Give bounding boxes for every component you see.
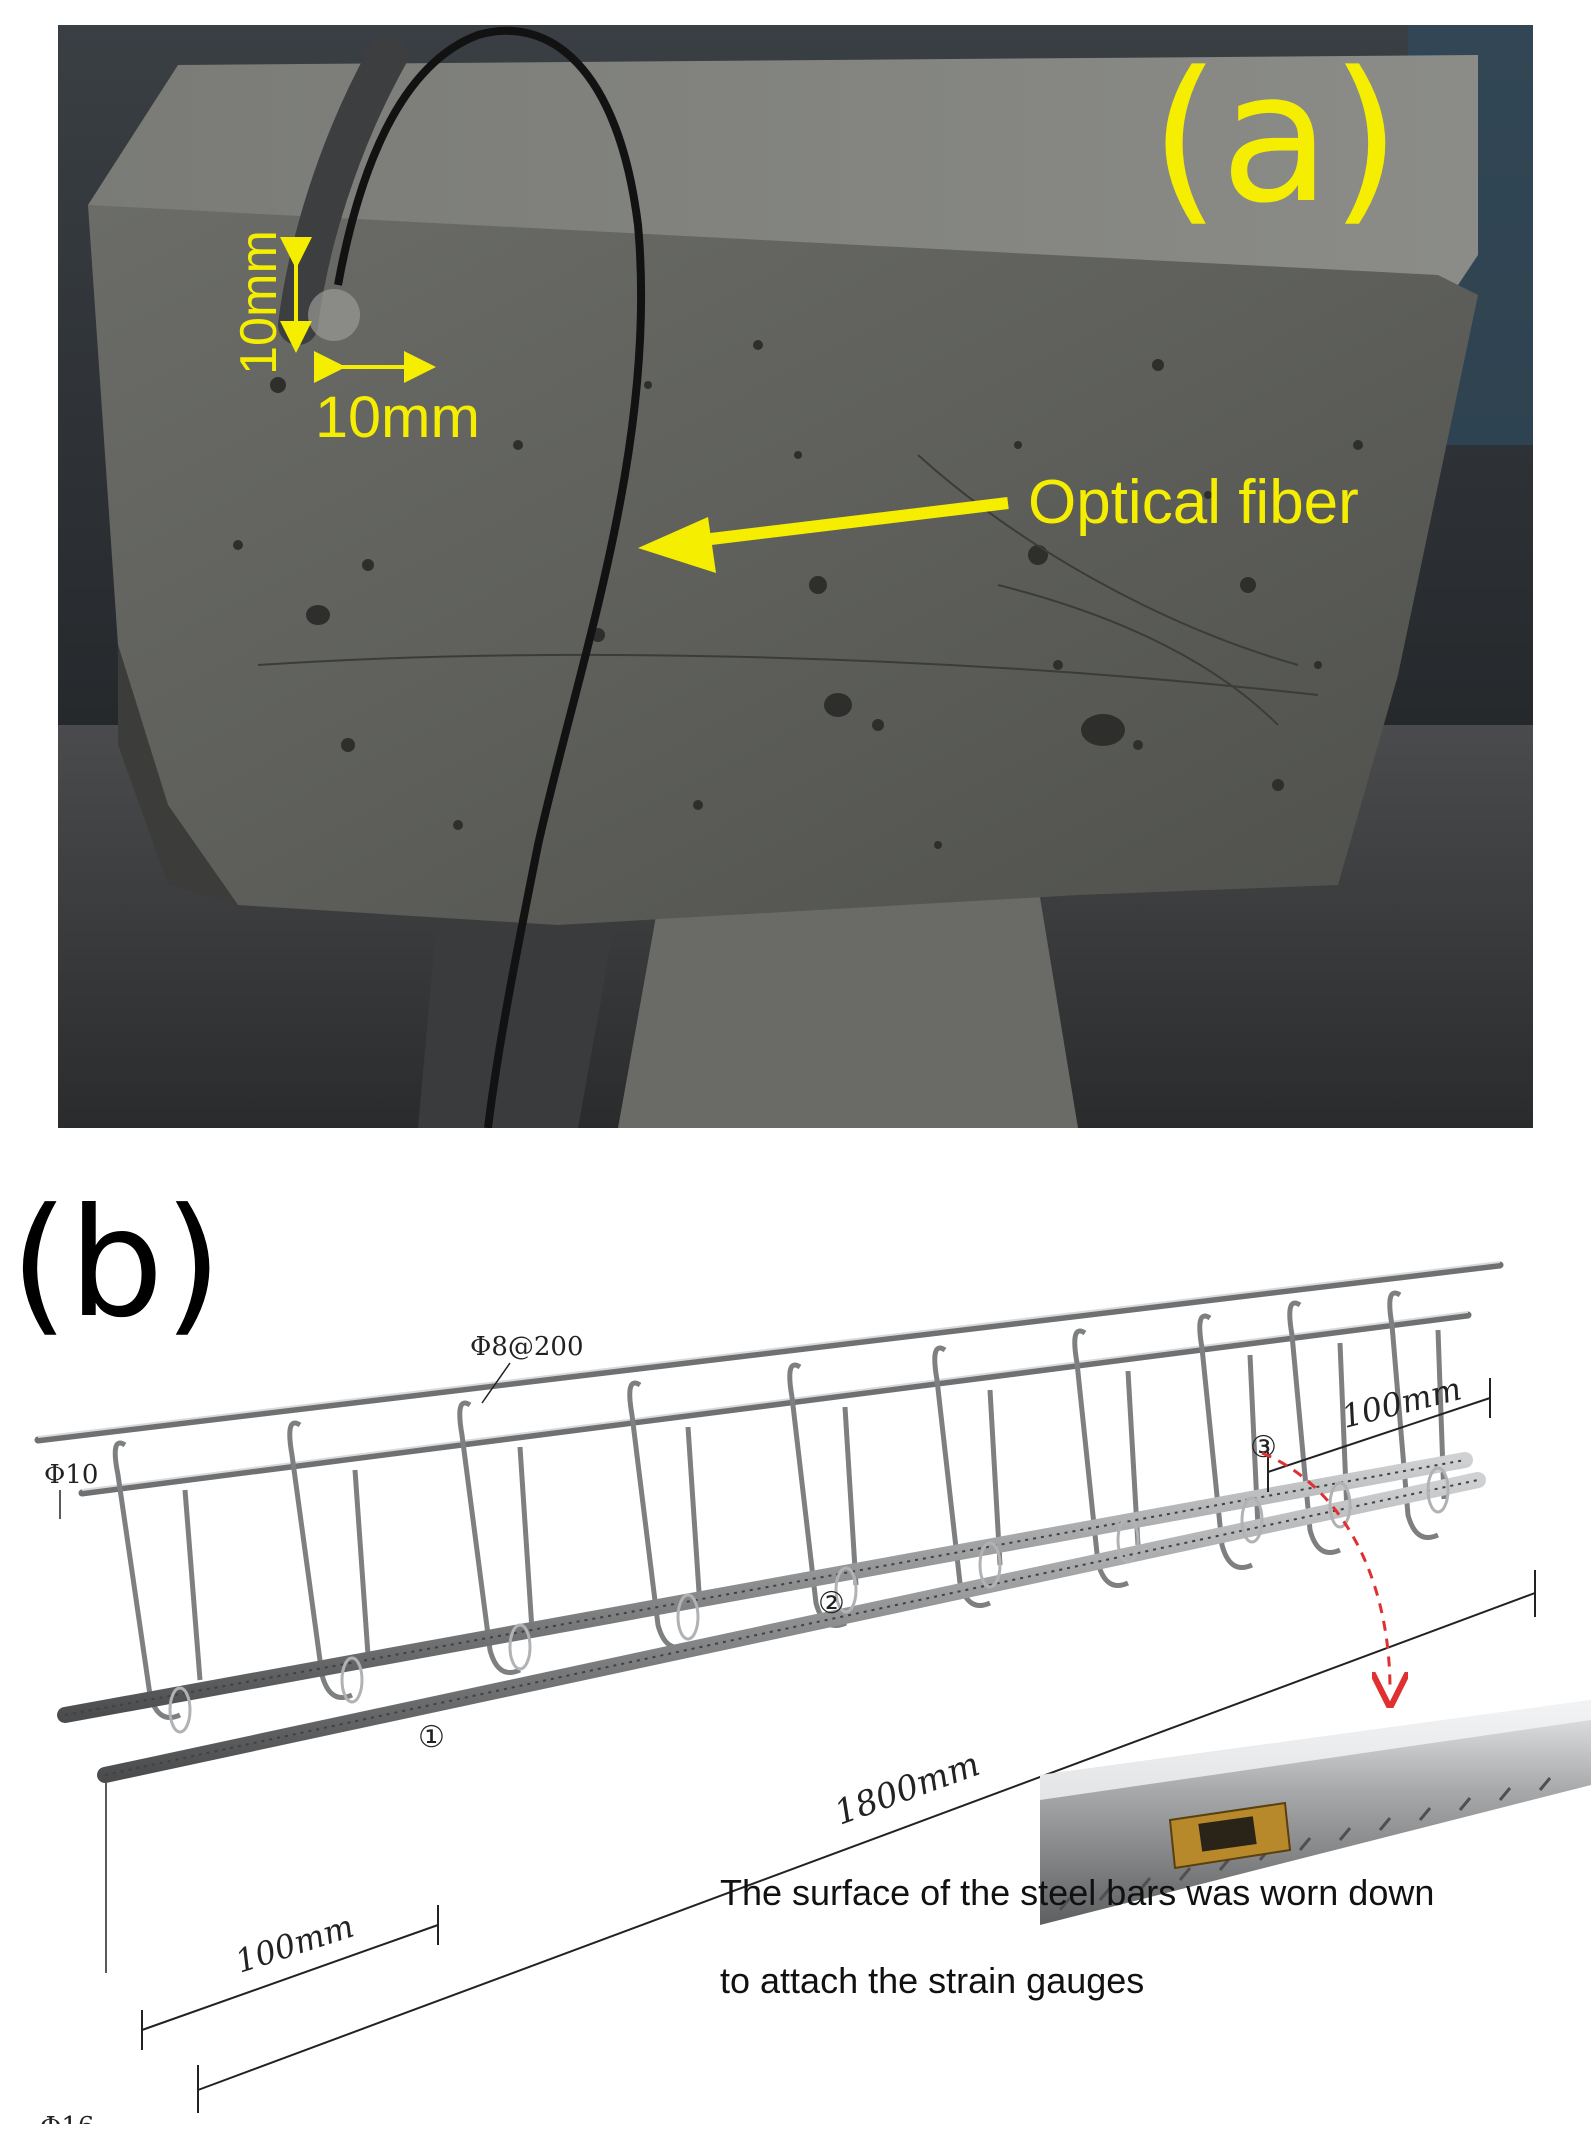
concrete-cracks xyxy=(257,454,1319,726)
fiber-entry-point xyxy=(308,289,360,341)
fiber-pointer-line xyxy=(677,497,1009,549)
caption-line-1: The surface of the steel bars was worn d… xyxy=(720,1872,1435,1913)
panel-b-label: (b) xyxy=(10,1177,222,1351)
top-bar-label: Φ10 xyxy=(44,1460,98,1490)
stirrup-leader xyxy=(481,1362,511,1404)
caption-line-2: to attach the strain gauges xyxy=(720,1960,1145,2001)
optical-fiber-label: Optical fiber xyxy=(1028,468,1359,537)
dim-label-horizontal: 10mm xyxy=(315,385,480,450)
gauge-mark-3: ③ xyxy=(1250,1430,1277,1465)
wire-ties xyxy=(168,1466,1450,1734)
dim-label-total: 1800mm xyxy=(829,1744,985,1833)
beam-top-surface xyxy=(88,55,1478,315)
shadow-left xyxy=(418,905,618,1128)
dim-line-right xyxy=(1267,1397,1491,1473)
gauge-mark-2: ② xyxy=(818,1586,845,1621)
panel-a-label: (a) xyxy=(1150,34,1401,243)
gauge-mark-1: ① xyxy=(418,1720,445,1755)
concrete-photo: (a) 10mm 10mm Optical fiber xyxy=(58,25,1533,1128)
stirrup-label: Φ8@200 xyxy=(470,1332,583,1362)
callout-arrow xyxy=(1261,1451,1390,1690)
dim-line-total xyxy=(197,1592,1536,2091)
fiber-pointer-head xyxy=(638,517,716,573)
photo-panel-a: (a) 10mm 10mm Optical fiber xyxy=(58,25,1533,1128)
dim-label-left: 100mm xyxy=(231,1907,359,1981)
support-block xyxy=(618,885,1078,1128)
zoomed-bar-with-gauge xyxy=(1040,1700,1591,1925)
rebar-cage-diagram: (b) xyxy=(10,1177,1591,2129)
top-bars xyxy=(34,1261,1504,1497)
dim-line-left xyxy=(141,1924,439,2031)
diagram-panel-b: (b) xyxy=(0,1135,1591,2129)
dim-label-vertical: 10mm xyxy=(230,230,288,375)
optical-fiber-cable xyxy=(334,26,646,1128)
bottom-bar-label: Φ16 xyxy=(40,2112,94,2124)
beam-front-face xyxy=(88,205,1478,925)
beam-broken-edge xyxy=(118,645,238,905)
